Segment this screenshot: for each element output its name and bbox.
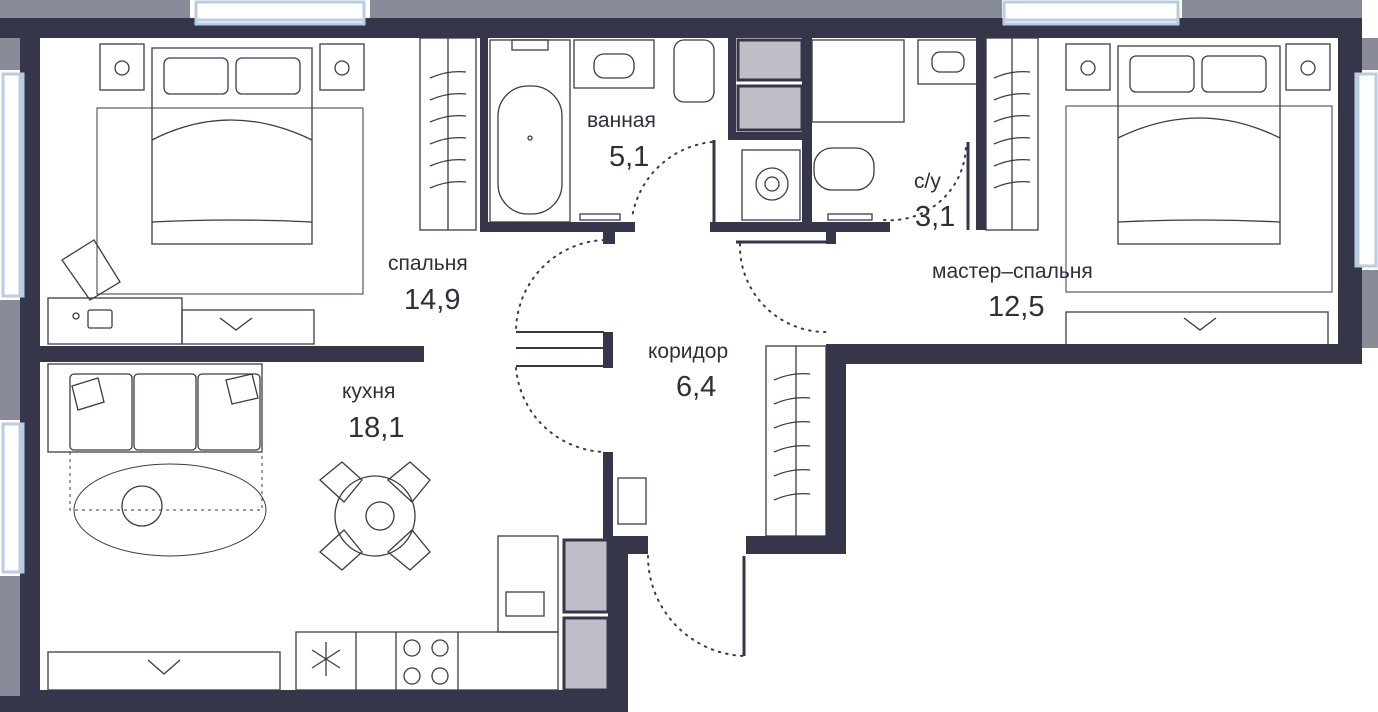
label-master-bedroom-area: 12,5	[988, 291, 1044, 323]
wardrobe-bedroom	[429, 38, 467, 230]
label-bedroom-area: 14,9	[404, 284, 460, 316]
label-wc-name: с/у	[914, 170, 941, 193]
bathroom-fixtures	[489, 38, 804, 223]
corridor-furniture	[516, 331, 827, 656]
label-master-bedroom-name: мастер–спальня	[932, 260, 1093, 283]
label-kitchen-name: кухня	[342, 380, 395, 403]
label-bathroom-area: 5,1	[609, 141, 649, 173]
label-bedroom-name: спальня	[388, 252, 468, 275]
label-corridor-name: коридор	[648, 340, 728, 363]
kitchen-furniture	[47, 363, 610, 692]
windows	[1, 0, 1378, 574]
door-swings	[515, 141, 968, 657]
wc-fixtures	[712, 39, 979, 244]
label-corridor-area: 6,4	[676, 371, 716, 403]
label-kitchen-area: 18,1	[348, 412, 404, 444]
room-labels: ванная 5,1 с/у 3,1 спальня 14,9 мастер–с…	[342, 109, 1093, 444]
label-bathroom-name: ванная	[587, 109, 656, 132]
label-wc-area: 3,1	[915, 201, 955, 233]
master-bedroom-furniture	[985, 37, 1333, 347]
